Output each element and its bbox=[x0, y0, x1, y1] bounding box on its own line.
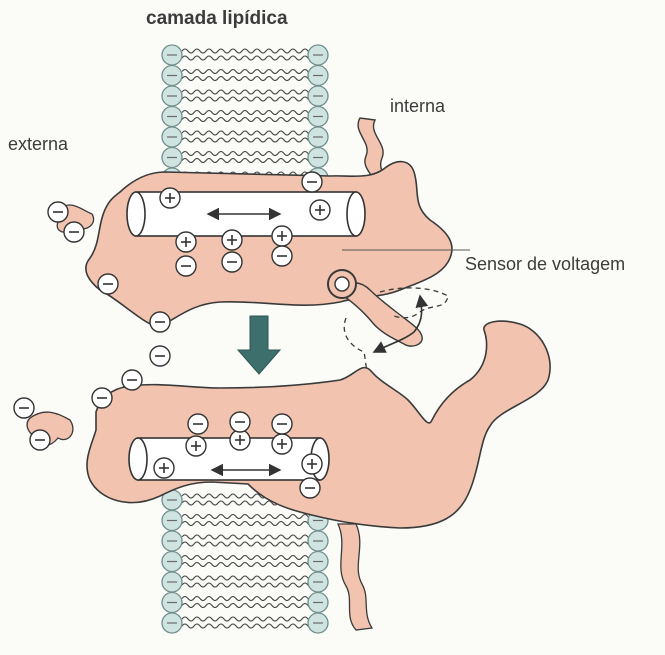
positive-charge bbox=[176, 232, 196, 252]
lipid-tail bbox=[182, 70, 314, 74]
negative-charge bbox=[30, 430, 50, 450]
lipid-tail bbox=[182, 131, 314, 135]
voltage-sensor-label: Sensor de voltagem bbox=[465, 254, 625, 275]
lipid-tail bbox=[182, 535, 314, 539]
positive-charge bbox=[272, 434, 292, 454]
lipid-tail bbox=[182, 515, 314, 519]
positive-charge bbox=[310, 200, 330, 220]
negative-charge bbox=[150, 346, 170, 366]
internal-label: interna bbox=[390, 96, 445, 117]
lipid-tail bbox=[182, 152, 314, 156]
lower-peptide-strand bbox=[338, 524, 372, 630]
lipid-layer-label: camada lipídica bbox=[146, 8, 288, 30]
positive-charge bbox=[154, 458, 174, 478]
lipid-tail bbox=[182, 563, 314, 567]
negative-charge bbox=[92, 388, 112, 408]
negative-charge bbox=[300, 478, 320, 498]
lipid-tail bbox=[182, 111, 314, 115]
positive-charge bbox=[302, 454, 322, 474]
negative-charge bbox=[272, 414, 292, 434]
lipid-tail bbox=[182, 138, 314, 142]
voltage-sensor-core bbox=[335, 277, 349, 291]
external-label: externa bbox=[8, 134, 68, 155]
negative-charge bbox=[230, 412, 250, 432]
lipid-tail bbox=[182, 159, 314, 163]
protein-top-state bbox=[86, 162, 452, 327]
positive-charge bbox=[186, 436, 206, 456]
positive-charge bbox=[222, 230, 242, 250]
positive-charge bbox=[230, 430, 250, 450]
lipid-tail bbox=[182, 604, 314, 608]
lipid-tail bbox=[182, 556, 314, 560]
lipid-tail bbox=[182, 97, 314, 101]
negative-charge bbox=[222, 252, 242, 272]
lipid-tail bbox=[182, 118, 314, 122]
lipid-tail bbox=[182, 624, 314, 628]
lipid-tail bbox=[182, 77, 314, 81]
state-transition-arrow bbox=[238, 316, 280, 374]
negative-charge bbox=[176, 256, 196, 276]
lipid-bilayer-upper bbox=[162, 45, 328, 188]
lipid-tail bbox=[182, 597, 314, 601]
negative-charge bbox=[302, 172, 322, 192]
negative-charge bbox=[64, 222, 84, 242]
positive-charge bbox=[160, 188, 180, 208]
negative-charge bbox=[122, 370, 142, 390]
lipid-tail bbox=[182, 617, 314, 621]
negative-charge bbox=[188, 414, 208, 434]
lipid-tail bbox=[182, 56, 314, 60]
lipid-tail bbox=[182, 576, 314, 580]
lipid-tail bbox=[182, 583, 314, 587]
negative-charge bbox=[150, 312, 170, 332]
negative-charge bbox=[98, 274, 118, 294]
positive-charge bbox=[272, 226, 292, 246]
lipid-tail bbox=[182, 542, 314, 546]
negative-charge bbox=[272, 246, 292, 266]
negative-charge bbox=[14, 398, 34, 418]
lipid-tail bbox=[182, 49, 314, 53]
lipid-tail bbox=[182, 90, 314, 94]
lipid-tail bbox=[182, 522, 314, 526]
negative-charge bbox=[48, 202, 68, 222]
